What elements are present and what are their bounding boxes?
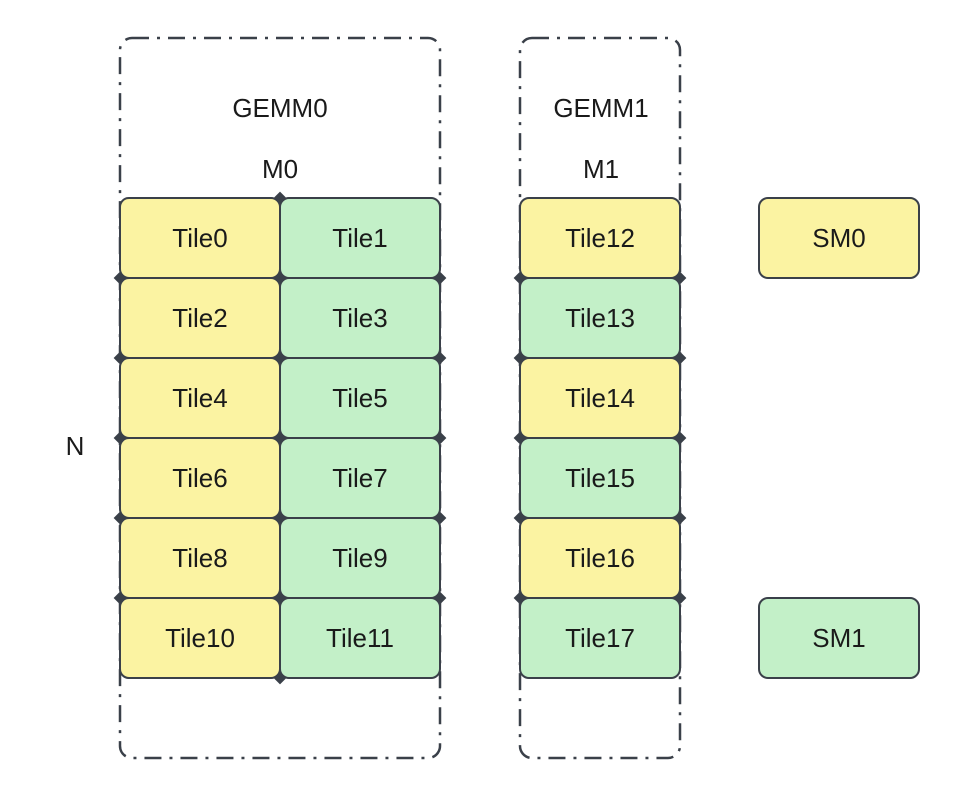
tile-tile12: Tile12 xyxy=(519,197,681,279)
tile-tile16: Tile16 xyxy=(519,517,681,599)
gemm1-title: GEMM1 xyxy=(553,93,649,123)
tile-tile15: Tile15 xyxy=(519,437,681,519)
tile-tile2: Tile2 xyxy=(119,277,281,359)
tile-tile9: Tile9 xyxy=(279,517,441,599)
tile-tile14: Tile14 xyxy=(519,357,681,439)
sm0-box: SM0 xyxy=(758,197,920,279)
gemm1-m-label: M1 xyxy=(582,154,620,184)
tile-tile8: Tile8 xyxy=(119,517,281,599)
tile-tile10: Tile10 xyxy=(119,597,281,679)
tile-tile11: Tile11 xyxy=(279,597,441,679)
gemm0-title: GEMM0 xyxy=(232,93,328,123)
sm0-label: SM0 xyxy=(812,222,866,253)
sm1-label: SM1 xyxy=(812,622,866,653)
gemm0-m-label: M0 xyxy=(261,154,299,184)
tile-tile1: Tile1 xyxy=(279,197,441,279)
tile-tile5: Tile5 xyxy=(279,357,441,439)
tile-tile3: Tile3 xyxy=(279,277,441,359)
tile-tile7: Tile7 xyxy=(279,437,441,519)
tile-tile4: Tile4 xyxy=(119,357,281,439)
tile-tile6: Tile6 xyxy=(119,437,281,519)
n-axis-label: N xyxy=(65,431,85,461)
tile-tile0: Tile0 xyxy=(119,197,281,279)
sm1-box: SM1 xyxy=(758,597,920,679)
tile-tile13: Tile13 xyxy=(519,277,681,359)
tile-tile17: Tile17 xyxy=(519,597,681,679)
